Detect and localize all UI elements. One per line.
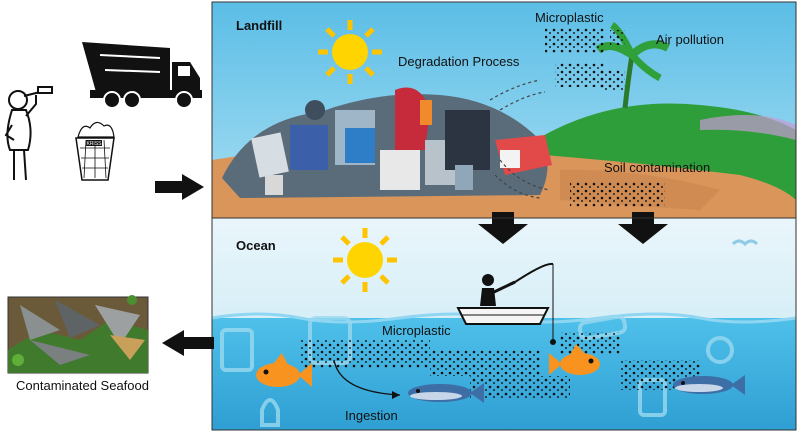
landfill-title: Landfill [236,18,282,33]
contaminated-seafood-photo [7,295,149,374]
landfill-panel: Landfill Microplastic Air pollution Degr… [212,2,796,218]
person-drinking-icon [4,86,53,181]
label-air-pollution: Air pollution [656,32,724,47]
microplastic-particles-water [300,332,700,398]
microplastic-particles-air [545,28,625,90]
orange-fish-icon-2 [549,344,600,375]
fisherman-boat-icon [456,262,556,345]
contaminated-seafood-caption: Contaminated Seafood [16,378,149,393]
ocean-title: Ocean [236,238,276,253]
left-arrow [162,330,214,356]
sun-icon [318,20,382,84]
down-arrow-left [478,212,528,244]
bird-icon [731,239,759,247]
label-microplastic-landfill: Microplastic [535,10,604,25]
label-ingestion: Ingestion [345,408,398,423]
microplastic-particles-soil [570,182,665,207]
label-degradation-process: Degradation Process [398,54,520,69]
label-microplastic-ocean: Microplastic [382,323,451,338]
orange-fish-icon [256,353,312,387]
degradation-lines [489,79,551,199]
trash-bin-icon: KRISS [75,121,115,181]
ingestion-arrow [333,359,401,396]
blue-fish-icon [408,383,484,403]
bin-label: KRISS [86,141,102,147]
down-arrow-right [618,212,668,244]
trash-pile [222,87,552,198]
label-soil-contamination: Soil contamination [604,160,710,175]
garbage-truck-icon [82,42,202,109]
purple-hill [700,115,796,140]
blue-fish-icon-2 [673,375,745,395]
sun-icon-ocean [333,228,397,292]
ocean-panel: Ocean Microplastic Ingestion [211,218,797,430]
panels-border [211,1,797,431]
right-arrow [155,174,204,200]
